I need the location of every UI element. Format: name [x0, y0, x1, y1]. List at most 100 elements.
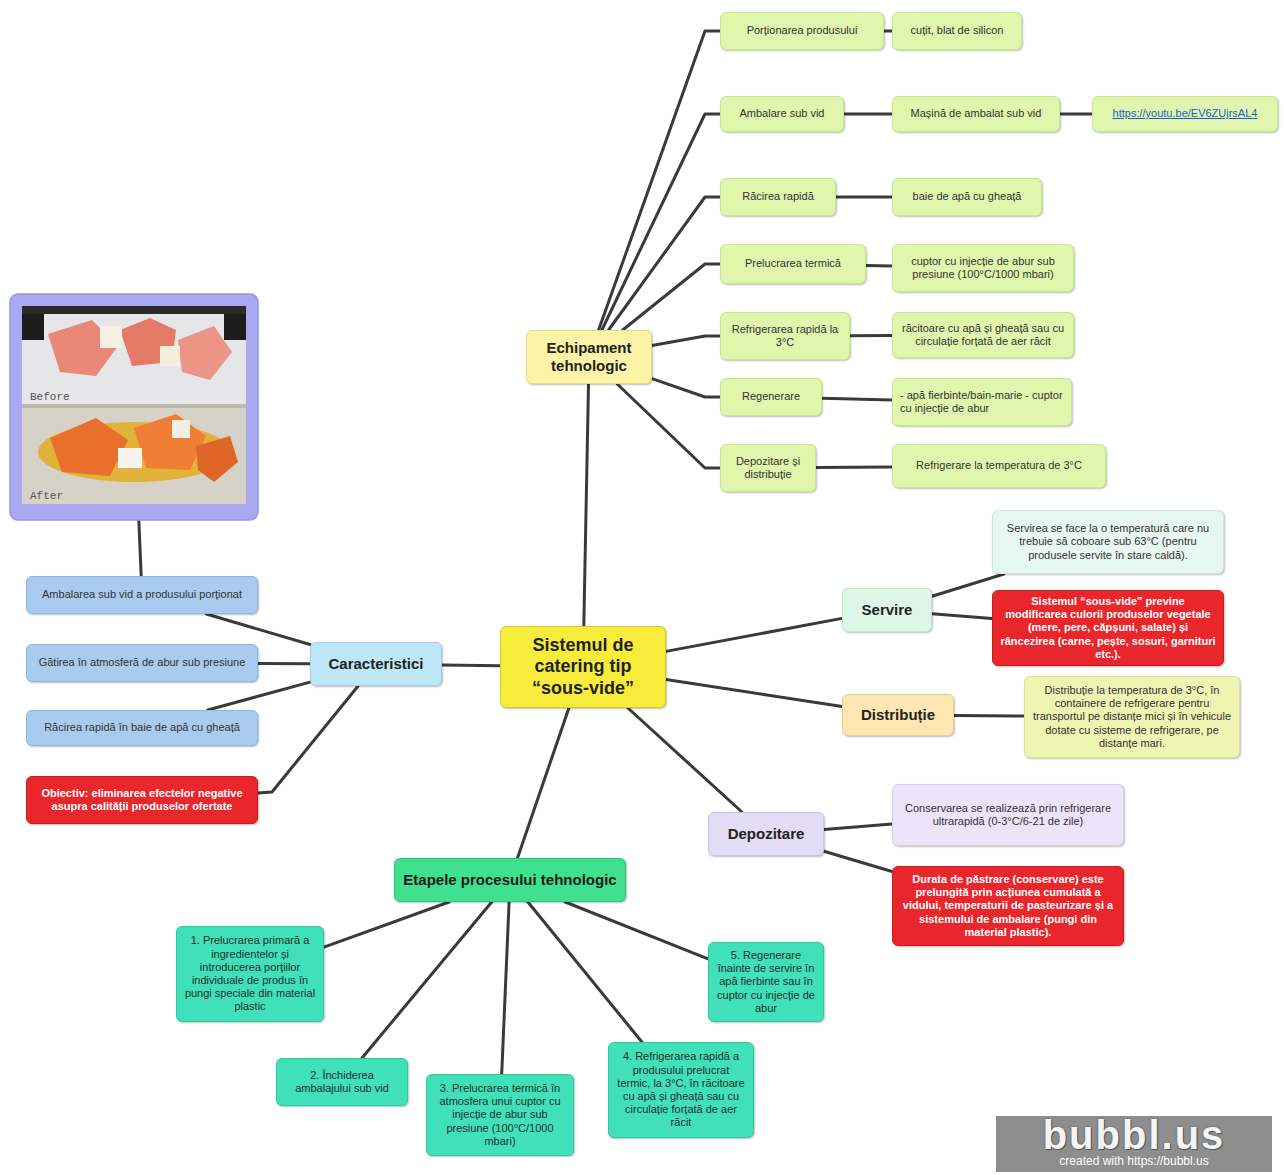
node-text: Conservarea se realizează prin refrigera… [900, 802, 1116, 828]
node-text: Porționarea produsului [747, 24, 858, 37]
detail-box: - apă fierbinte/bain-marie - cuptor cu i… [892, 378, 1072, 426]
photo-caption: After [30, 490, 63, 503]
connector [584, 384, 589, 626]
connector [518, 708, 569, 858]
item-box: Gătirea în atmosferă de abur sub presiun… [26, 644, 258, 682]
node-text: Caracteristici [328, 655, 423, 673]
connector [850, 334, 892, 337]
photo-box: BeforeAfter [10, 294, 258, 520]
connector [652, 336, 720, 346]
node-text: Mașină de ambalat sub vid [911, 107, 1042, 120]
connector [208, 682, 310, 710]
note-box: Distribuție la temperatura de 3°C, în co… [1024, 676, 1240, 758]
connector [666, 618, 842, 651]
node-text: Ambalare sub vid [740, 107, 825, 120]
item-box: Regenerare [720, 378, 822, 416]
item-box: Depozitare și distribuție [720, 444, 816, 492]
node-text: baie de apă cu gheață [913, 190, 1022, 203]
node-text: Servire [862, 601, 913, 619]
node-text: https://youtu.be/EV6ZUjrsAL4 [1113, 107, 1258, 120]
step-box: 1. Prelucrarea primară a ingredientelor … [176, 926, 324, 1022]
item-box: Răcirea rapidă [720, 178, 836, 216]
node-text: 5. Regenerare înainte de servire în apă … [716, 949, 816, 1015]
connector [442, 664, 500, 668]
node-text: Refrigerarea rapidă la 3°C [728, 323, 842, 349]
node-text: Obiectiv: eliminarea efectelor negative … [34, 787, 250, 813]
note-box: Servirea se face la o temperatură care n… [992, 510, 1224, 574]
node-text: - apă fierbinte/bain-marie - cuptor cu i… [900, 389, 1064, 415]
warning-box: Obiectiv: eliminarea efectelor negative … [26, 776, 258, 824]
connector [258, 686, 358, 793]
note-box: Conservarea se realizează prin refrigera… [892, 784, 1124, 846]
branch-box: Servire [842, 588, 932, 632]
node-text: Depozitare și distribuție [728, 455, 808, 481]
connector [824, 824, 892, 829]
item-box: Porționarea produsului [720, 12, 884, 50]
detail-box: cuptor cu injecție de abur sub presiune … [892, 244, 1074, 292]
node-text: Ambalarea sub vid a produsului porționat [42, 588, 242, 601]
connector [816, 465, 892, 469]
item-box: Răcirea rapidă în baie de apă cu gheață [26, 710, 258, 746]
detail-box: răcitoare cu apă și gheață sau cu circul… [892, 312, 1074, 358]
connector [609, 197, 720, 330]
watermark-text: created with https://bubbl.us [996, 1154, 1272, 1169]
node-text: Sistemul “sous-vide” previne modificarea… [1000, 595, 1216, 661]
node-text: Distribuție [861, 706, 935, 724]
connector [836, 196, 892, 199]
item-box: Refrigerarea rapidă la 3°C [720, 312, 850, 360]
node-text: Durata de păstrare (conservare) este pre… [900, 873, 1116, 939]
connector [824, 851, 892, 871]
detail-box: baie de apă cu gheață [892, 178, 1042, 216]
warning-box: Sistemul “sous-vide” previne modificarea… [992, 590, 1224, 666]
connector [528, 902, 642, 1042]
connector [617, 384, 720, 468]
step-box: 4. Refrigerarea rapidă a produsului prel… [608, 1042, 754, 1138]
node-text: Prelucrarea termică [745, 257, 841, 270]
node-text: cuptor cu injecție de abur sub presiune … [900, 255, 1066, 281]
connector [844, 113, 892, 116]
connector [599, 31, 720, 330]
item-box: Ambalare sub vid [720, 96, 844, 132]
connector [822, 398, 892, 400]
link-box: https://youtu.be/EV6ZUjrsAL4 [1092, 96, 1278, 132]
connector [258, 662, 310, 665]
connector [206, 614, 310, 645]
watermark: bubbl.uscreated with https://bubbl.us [996, 1116, 1272, 1172]
connector [623, 264, 720, 330]
connector [502, 902, 509, 1074]
step-box: 5. Regenerare înainte de servire în apă … [708, 942, 824, 1022]
connector [362, 902, 492, 1058]
node-text: 3. Prelucrarea termică în atmosfera unui… [434, 1082, 566, 1148]
connector [565, 902, 708, 959]
node-text: Servirea se face la o temperatură care n… [1000, 522, 1216, 562]
connector [666, 680, 842, 707]
branch-box: Depozitare [708, 812, 824, 856]
branch-box: Etapele procesului tehnologic [394, 858, 626, 902]
watermark-logo: bubbl.us [996, 1116, 1272, 1154]
node-text: cuțit, blat de silicon [911, 24, 1004, 37]
step-box: 2. Închiderea ambalajului sub vid [276, 1058, 408, 1106]
item-box: Prelucrarea termică [720, 244, 866, 284]
connector [932, 614, 992, 619]
connector [628, 708, 742, 812]
node-text: Refrigerare la temperatura de 3°C [916, 459, 1082, 472]
connector [652, 379, 720, 397]
connector [954, 714, 1024, 718]
node-text: Echipament tehnologic [534, 339, 644, 375]
detail-box: Mașină de ambalat sub vid [892, 96, 1060, 132]
branch-box: Echipament tehnologic [526, 330, 652, 384]
detail-box: Refrigerare la temperatura de 3°C [892, 444, 1106, 488]
watermark-panel [996, 1116, 1272, 1172]
connector [602, 114, 720, 330]
node-text: Etapele procesului tehnologic [403, 871, 616, 889]
item-box: Ambalarea sub vid a produsului porționat [26, 576, 258, 614]
node-text: Răcirea rapidă în baie de apă cu gheață [44, 721, 240, 734]
connector [884, 30, 892, 33]
branch-box: Caracteristici [310, 642, 442, 686]
node-text: 1. Prelucrarea primară a ingredientelor … [184, 934, 316, 1013]
connector [139, 520, 141, 576]
node-text: Răcirea rapidă [742, 190, 814, 203]
node-text: Gătirea în atmosferă de abur sub presiun… [39, 656, 246, 669]
node-text: Sistemul de catering tip “sous-vide” [508, 635, 658, 700]
connector [324, 902, 449, 947]
